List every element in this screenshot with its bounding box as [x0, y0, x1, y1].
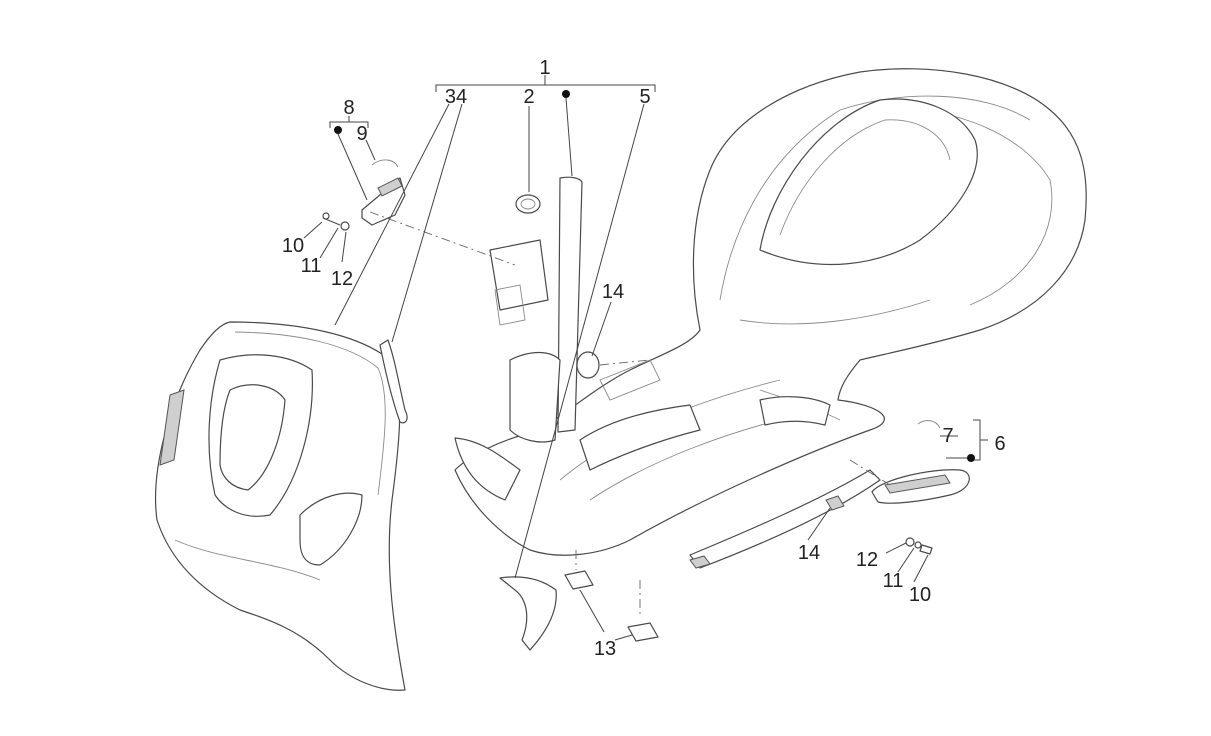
- callout-2: 2: [523, 86, 534, 108]
- footrest-part-6: [871, 420, 970, 504]
- callout-8: 8: [343, 97, 354, 119]
- cover-part-13: [564, 570, 659, 642]
- cable-clip-part-4: [379, 339, 408, 424]
- callout-11-right: 11: [883, 570, 904, 592]
- callout-1: 1: [539, 57, 550, 79]
- bullet-dot: [562, 90, 570, 98]
- callout-12-left: 12: [331, 268, 353, 290]
- rubber-part-14-upper: [576, 351, 600, 379]
- bullet-dot: [967, 454, 975, 462]
- body-frame: [454, 68, 1087, 569]
- frame-front: [454, 176, 583, 501]
- center-lines: [369, 211, 891, 615]
- callout-12-right: 12: [856, 549, 878, 571]
- rubber-part-14-lower: [825, 495, 845, 511]
- callout-9: 9: [356, 123, 367, 145]
- leg-shield: [155, 321, 406, 691]
- callout-10-right: 10: [909, 584, 931, 606]
- bullet-dot: [334, 126, 342, 134]
- bracket-part-8: [361, 159, 406, 226]
- callout-11-left: 11: [301, 255, 322, 277]
- callout-7: 7: [942, 425, 953, 447]
- callout-14-lower: 14: [798, 542, 820, 564]
- bullet-markers: [334, 90, 975, 462]
- callout-34: 34: [445, 86, 467, 108]
- under-cover-part-5: [499, 576, 557, 651]
- screw-10-left: [322, 212, 350, 231]
- grommet-part-2: [515, 194, 541, 214]
- callout-13: 13: [594, 638, 616, 660]
- callout-14-upper: 14: [602, 281, 624, 303]
- leader-lines: [303, 75, 988, 641]
- callout-6: 6: [994, 433, 1005, 455]
- callout-5: 5: [639, 86, 650, 108]
- callout-10-left: 10: [282, 235, 304, 257]
- screw-10-right: [905, 537, 933, 555]
- callout-labels: 1 2 34 5 8 9 10 11 12 14 7 6 14 12 11 10…: [282, 57, 1006, 660]
